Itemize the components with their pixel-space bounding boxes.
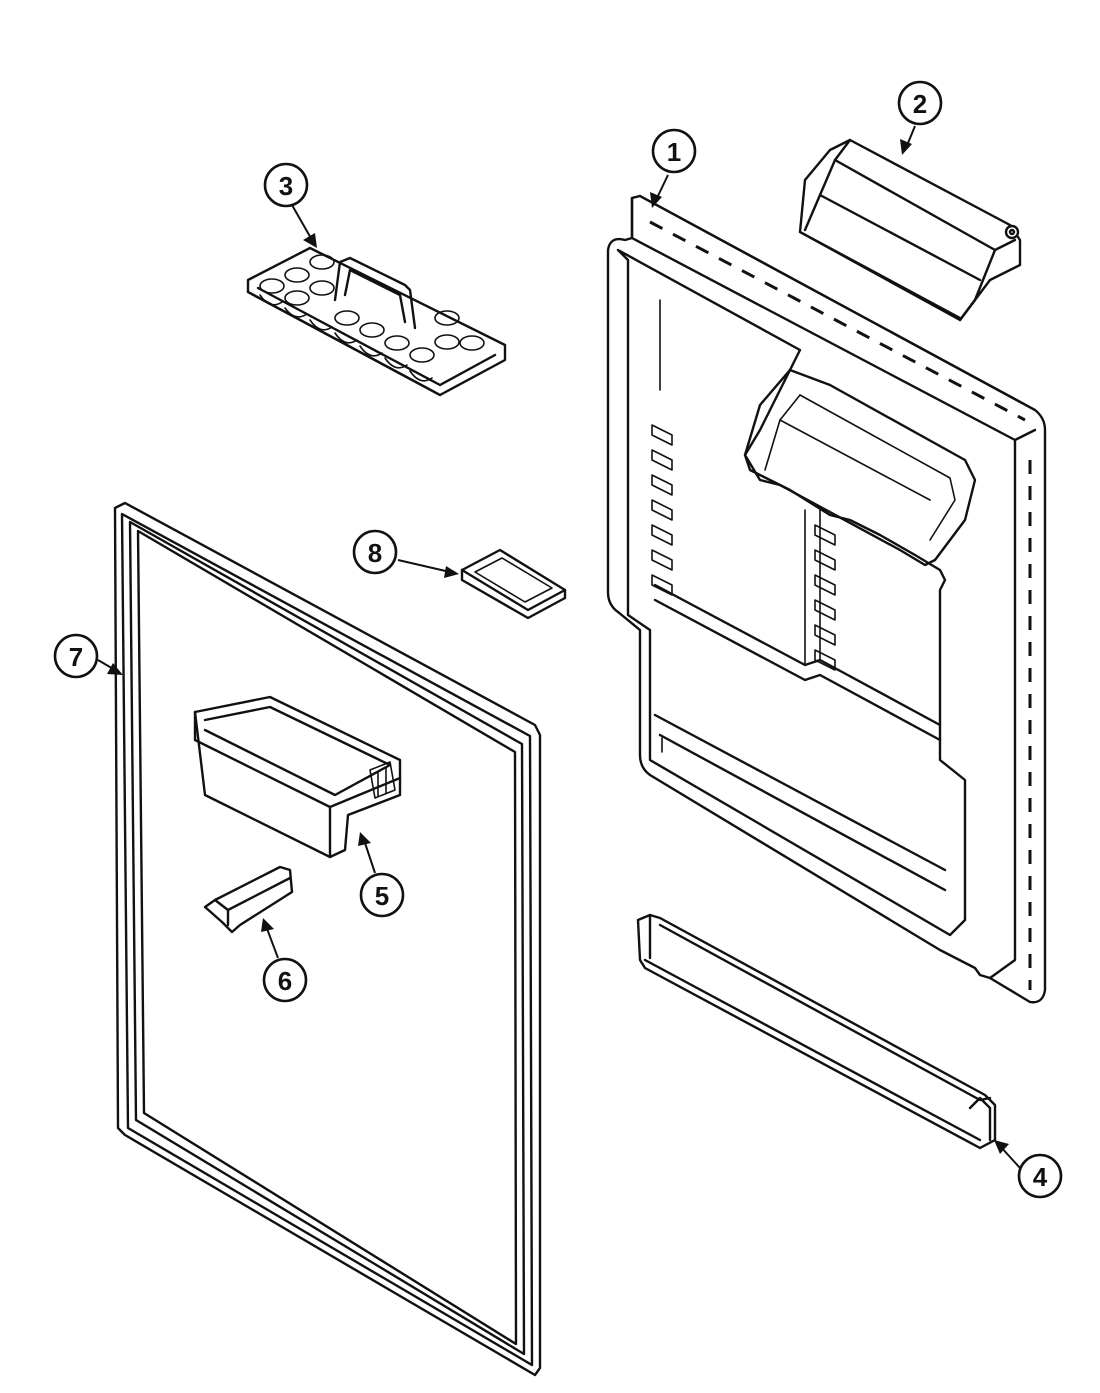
callout-1-label: 1 <box>667 137 681 167</box>
part-door-gasket <box>113 501 542 1377</box>
callout-6: 6 <box>262 957 308 1003</box>
callout-2: 2 <box>897 80 943 126</box>
part-door-bin <box>193 695 402 859</box>
callout-5-label: 5 <box>375 881 389 911</box>
part-dairy-cover <box>798 138 1022 322</box>
part-butter-tray <box>460 548 567 620</box>
part-door-liner <box>606 194 1047 1004</box>
callout-8: 8 <box>352 529 398 575</box>
part-egg-tray <box>246 246 507 397</box>
callout-5: 5 <box>359 872 405 918</box>
callout-3-label: 3 <box>279 171 293 201</box>
callout-1: 1 <box>651 128 697 174</box>
callout-4-label: 4 <box>1033 1162 1048 1192</box>
callout-3: 3 <box>263 162 309 208</box>
callout-7-label: 7 <box>69 642 83 672</box>
callout-4: 4 <box>1017 1153 1063 1199</box>
part-retainer-clip <box>203 865 294 934</box>
leader-lines <box>97 125 1021 1169</box>
part-shelf-bar <box>636 913 997 1150</box>
callout-8-label: 8 <box>368 538 382 568</box>
callout-7: 7 <box>53 633 99 679</box>
callout-6-label: 6 <box>278 966 292 996</box>
callout-2-label: 2 <box>913 89 927 119</box>
